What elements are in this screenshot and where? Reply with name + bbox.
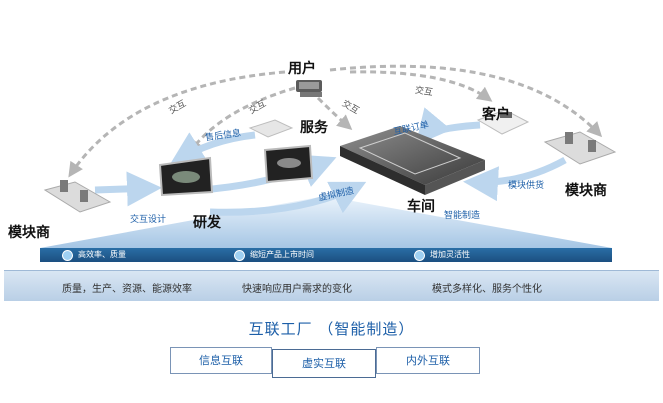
module-supplier-left-icon — [43, 180, 112, 213]
customer-device-icon — [476, 109, 530, 135]
node-workshop: 车间 — [407, 199, 435, 215]
arc-user-to-right-module — [329, 64, 603, 138]
benefit-item: 缩短产品上市时间 — [250, 250, 314, 259]
outcome-band: 质量，生产、资源、能源效率 快速响应用户需求的变化 模式多样化、服务个性化 — [4, 270, 659, 301]
edge-interactive-design: 交互设计 — [130, 215, 167, 225]
benefit-band: 高效率、质量 缩短产品上市时间 增加灵活性 — [40, 248, 612, 262]
node-user: 用户 — [288, 61, 316, 77]
service-device-icon — [248, 119, 294, 138]
arc-user-to-workshop — [316, 96, 353, 130]
box-information-interconnection: 信息互联 — [170, 347, 272, 374]
node-rnd: 研发 — [193, 215, 221, 231]
arrow-left-module-to-rnd — [94, 171, 162, 207]
edge-interact-4: 交互 — [414, 85, 434, 99]
node-module-left: 模块商 — [8, 225, 50, 241]
node-service: 服务 — [300, 120, 328, 136]
bullet-icon — [234, 250, 245, 261]
user-device-icon — [296, 80, 322, 97]
diagram-title: 互联工厂 （智能制造） — [248, 320, 415, 338]
outcome-item: 模式多样化、服务个性化 — [432, 284, 542, 295]
benefit-item: 增加灵活性 — [430, 250, 470, 259]
arc-user-to-left-module — [68, 70, 286, 178]
bullet-icon — [62, 250, 73, 261]
benefit-item: 高效率、质量 — [78, 250, 126, 259]
perspective-fan — [40, 196, 612, 248]
box-virtual-real-interconnection: 虚实互联 — [272, 349, 376, 378]
outcome-item: 快速响应用户需求的变化 — [242, 284, 352, 295]
box-internal-external-interconnection: 内外互联 — [376, 347, 480, 374]
rnd-monitor-left-icon — [158, 156, 214, 197]
outcome-item: 质量，生产、资源、能源效率 — [62, 284, 192, 295]
arc-user-to-customer — [349, 70, 493, 102]
module-supplier-right-icon — [543, 131, 617, 165]
arrow-right-module-to-workshop — [463, 156, 567, 202]
workshop-machine-icon — [340, 126, 485, 195]
bullet-icon — [414, 250, 425, 261]
arrow-rnd-virtual — [209, 181, 367, 216]
edge-module-supply: 模块供货 — [508, 181, 545, 191]
node-module-right: 模块商 — [565, 183, 607, 199]
rnd-monitor-right-icon — [263, 144, 314, 184]
arrow-service-to-rnd — [169, 131, 256, 166]
node-customer: 客户 — [482, 107, 510, 123]
edge-smart-manufacturing: 智能制造 — [444, 211, 481, 221]
connection-types: 信息互联 虚实互联 内外互联 — [170, 347, 480, 378]
